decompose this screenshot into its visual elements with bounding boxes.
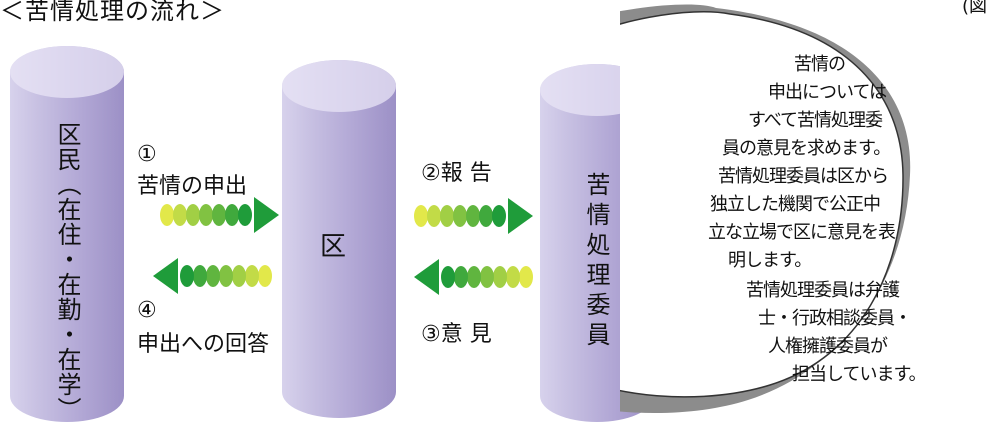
callout-line: すべて苦情処理委 [748, 110, 883, 131]
arrow-dot [506, 266, 520, 288]
ward-cylinder [282, 60, 396, 418]
arrow-dot [193, 265, 207, 287]
arrow-dot [199, 204, 213, 226]
resident-cylinder [10, 46, 124, 422]
arrow-dot [467, 266, 481, 288]
arrow-head [508, 198, 533, 234]
arrow-left-icon [414, 259, 533, 295]
flow-3-number: ③ [421, 322, 441, 347]
speech-bubble-body [620, 11, 904, 398]
arrow-dot [173, 204, 187, 226]
callout-line: 申出については [768, 82, 887, 103]
callout-line: 独立した機関で公正中 [710, 194, 881, 215]
arrow-dot [466, 205, 480, 227]
arrow-head [254, 197, 279, 233]
resident-label: 区民（在住・在勤・在学） [53, 122, 81, 422]
flow-1-number: ① [137, 142, 157, 167]
flow-4-label: 申出への回答 [137, 332, 270, 357]
arrow-dot [519, 266, 533, 288]
arrow-dot [186, 204, 200, 226]
arrow-dot [454, 266, 468, 288]
callout-line: 担当しています。 [792, 364, 927, 385]
arrow-dot [479, 205, 493, 227]
flow-2-text: 報 告 [440, 161, 492, 186]
arrow-dot [160, 204, 174, 226]
arrow-dot [206, 265, 220, 287]
arrow-dot [492, 205, 506, 227]
arrow-dot [232, 265, 246, 287]
callout-line: 明します。 [728, 250, 812, 271]
arrow-dot [245, 265, 259, 287]
arrow-dot [180, 265, 194, 287]
arrow-right-icon [160, 197, 279, 233]
arrow-right-icon [414, 198, 533, 234]
flow-4-number: ④ [137, 298, 157, 323]
committee-label: 苦情処理委員 [582, 172, 610, 352]
figure-reference: (図 [961, 0, 987, 17]
callout-line: 苦情処理委員は区から [718, 166, 889, 187]
arrow-dot [493, 266, 507, 288]
callout-line: 苦情処理委員は弁護 [746, 280, 900, 301]
arrow-dot [427, 205, 441, 227]
callout-line: 士・行政相談委員・ [758, 308, 912, 329]
callout-line: 員の意見を求めます。 [722, 138, 891, 159]
arrow-head [414, 259, 439, 295]
flow-3-label: ③意 見 [421, 316, 492, 348]
arrow-dot [414, 205, 428, 227]
flow-2-number: ② [421, 161, 441, 186]
arrow-left-icon [153, 258, 272, 294]
ward-label: 区 [320, 232, 347, 262]
flow-1-label: 苦情の申出 [137, 174, 248, 199]
arrow-dot [225, 204, 239, 226]
callout-line: 立な立場で区に意見を表 [708, 222, 896, 243]
arrow-dot [440, 205, 454, 227]
arrow-head [153, 258, 178, 294]
arrow-dot [480, 266, 494, 288]
arrow-dot [219, 265, 233, 287]
speech-bubble [620, 4, 911, 413]
arrow-dot [238, 204, 252, 226]
flow-3-text: 意 見 [440, 322, 492, 347]
flow-2-label: ②報 告 [421, 155, 492, 187]
arrow-dot [453, 205, 467, 227]
page-title: ＜苦情処理の流れ＞ [0, 0, 225, 25]
arrow-dot [212, 204, 226, 226]
arrow-dot [258, 265, 272, 287]
arrow-dot [441, 266, 455, 288]
callout-line: 苦情の [794, 54, 846, 75]
callout-line: 人権擁護委員が [768, 336, 888, 357]
